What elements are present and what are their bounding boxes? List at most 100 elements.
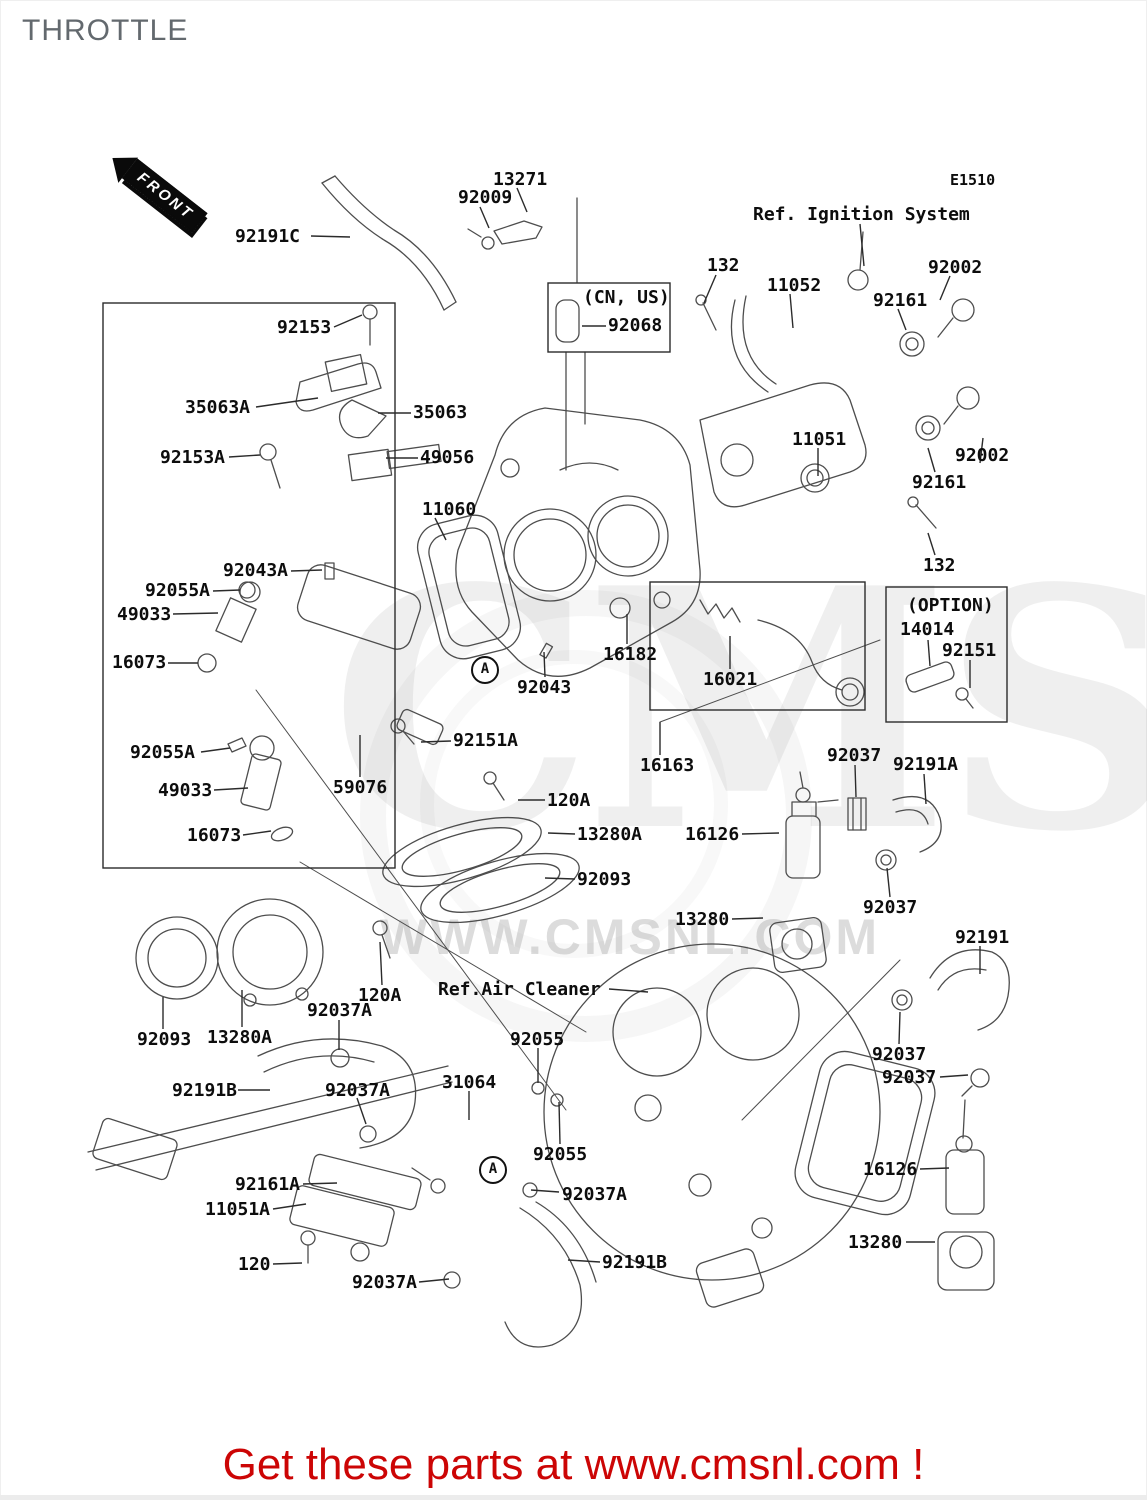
part-label-16126[interactable]: 16126	[685, 824, 740, 845]
part-label-16163[interactable]: 16163	[640, 755, 695, 776]
part-label-92002[interactable]: 92002	[955, 445, 1010, 466]
part-label-92055a[interactable]: 92055A	[145, 580, 211, 601]
part-label-35063a[interactable]: 35063A	[185, 397, 251, 418]
part-label-16073[interactable]: 16073	[112, 652, 167, 673]
part-label-92055[interactable]: 92055	[510, 1029, 565, 1050]
part-label-13280a[interactable]: 13280A	[577, 824, 643, 845]
leader-line	[213, 787, 249, 791]
leader-line	[516, 187, 528, 213]
part-label-92191a[interactable]: 92191A	[893, 754, 959, 775]
part-label-14014[interactable]: 14014	[900, 619, 955, 640]
part-label-92037[interactable]: 92037	[882, 1067, 937, 1088]
page-title: THROTTLE	[22, 14, 189, 47]
part-label-92043[interactable]: 92043	[517, 677, 572, 698]
part-label-92153a[interactable]: 92153A	[160, 447, 226, 468]
part-label-92161[interactable]: 92161	[912, 472, 967, 493]
leader-line	[703, 274, 717, 304]
leader-line	[789, 293, 794, 329]
caption-label-cn-us: (CN, US)	[583, 287, 670, 308]
part-label-11060[interactable]: 11060	[422, 499, 477, 520]
part-label-49033[interactable]: 49033	[158, 780, 213, 801]
leader-line	[741, 832, 780, 835]
part-label-92055[interactable]: 92055	[533, 1144, 588, 1165]
boxes-and-leaders	[102, 187, 1008, 1283]
part-label-92055a[interactable]: 92055A	[130, 742, 196, 763]
leader-line	[979, 437, 984, 464]
leader-line	[479, 206, 490, 229]
part-label-59076[interactable]: 59076	[333, 777, 388, 798]
ref-label-ref-ignition-system[interactable]: Ref. Ignition System	[753, 204, 970, 225]
part-label-120a[interactable]: 120A	[547, 790, 591, 811]
part-label-16182[interactable]: 16182	[603, 644, 658, 665]
part-label-16126[interactable]: 16126	[863, 1159, 918, 1180]
part-label-92153[interactable]: 92153	[277, 317, 332, 338]
part-label-13280[interactable]: 13280	[675, 909, 730, 930]
leader-line	[172, 612, 219, 615]
leader-line	[212, 589, 241, 592]
part-label-92151[interactable]: 92151	[942, 640, 997, 661]
part-label-49033[interactable]: 49033	[117, 604, 172, 625]
part-label-13271[interactable]: 13271	[493, 169, 548, 190]
view-marker-a: A	[479, 1156, 507, 1184]
leader-line	[333, 314, 363, 328]
leader-line	[530, 1189, 560, 1193]
part-label-92191c[interactable]: 92191C	[235, 226, 301, 247]
part-label-132[interactable]: 132	[923, 555, 956, 576]
bottom-edge-bar	[0, 1495, 1147, 1500]
assembly-box	[547, 282, 671, 353]
footer-banner[interactable]: Get these parts at www.cmsnl.com !	[222, 1440, 925, 1489]
part-label-92002[interactable]: 92002	[928, 257, 983, 278]
part-label-92037[interactable]: 92037	[827, 745, 882, 766]
leader-line	[544, 877, 576, 880]
part-label-92191b[interactable]: 92191B	[172, 1080, 238, 1101]
leader-line	[897, 308, 907, 331]
part-label-11051a[interactable]: 11051A	[205, 1199, 271, 1220]
part-label-92009[interactable]: 92009	[458, 187, 513, 208]
part-label-92037a[interactable]: 92037A	[562, 1184, 628, 1205]
part-label-92037[interactable]: 92037	[863, 897, 918, 918]
assembly-box	[885, 586, 1008, 723]
leader-line	[927, 447, 936, 473]
leader-line	[242, 830, 272, 836]
leader-line	[859, 223, 865, 267]
part-label-92093[interactable]: 92093	[137, 1029, 192, 1050]
leader-line	[272, 1203, 307, 1210]
part-label-120a[interactable]: 120A	[358, 985, 402, 1006]
part-label-132[interactable]: 132	[707, 255, 740, 276]
part-label-92037[interactable]: 92037	[872, 1044, 927, 1065]
part-label-92161a[interactable]: 92161A	[235, 1174, 301, 1195]
part-label-92068[interactable]: 92068	[608, 315, 663, 336]
part-label-92037a[interactable]: 92037A	[325, 1080, 391, 1101]
part-label-92191b[interactable]: 92191B	[602, 1252, 668, 1273]
part-label-92043a[interactable]: 92043A	[223, 560, 289, 581]
part-label-11052[interactable]: 11052	[767, 275, 822, 296]
part-label-16073[interactable]: 16073	[187, 825, 242, 846]
part-label-16021[interactable]: 16021	[703, 669, 758, 690]
ref-label-ref-air-cleaner[interactable]: Ref.Air Cleaner	[438, 979, 601, 1000]
part-label-35063[interactable]: 35063	[413, 402, 468, 423]
view-marker-a: A	[471, 656, 499, 684]
part-label-31064[interactable]: 31064	[442, 1072, 497, 1093]
part-label-92037a[interactable]: 92037A	[307, 1000, 373, 1021]
part-label-92151a[interactable]: 92151A	[453, 730, 519, 751]
leader-line	[854, 764, 857, 798]
part-label-92191[interactable]: 92191	[955, 927, 1010, 948]
leader-line	[310, 235, 351, 238]
leader-line	[228, 454, 261, 458]
part-label-13280[interactable]: 13280	[848, 1232, 903, 1253]
part-label-92093[interactable]: 92093	[577, 869, 632, 890]
code-label-e1510: E1510	[950, 171, 996, 189]
leader-line	[272, 1262, 303, 1265]
part-label-13280a[interactable]: 13280A	[207, 1027, 273, 1048]
leader-line	[567, 1259, 601, 1263]
part-label-49056[interactable]: 49056	[420, 447, 475, 468]
part-label-11051[interactable]: 11051	[792, 429, 847, 450]
part-label-92161[interactable]: 92161	[873, 290, 928, 311]
leader-line	[923, 773, 927, 805]
part-label-120[interactable]: 120	[238, 1254, 271, 1275]
part-label-92037a[interactable]: 92037A	[352, 1272, 418, 1293]
caption-label-option: (OPTION)	[907, 595, 994, 616]
diagram-artwork	[87, 175, 1010, 1348]
